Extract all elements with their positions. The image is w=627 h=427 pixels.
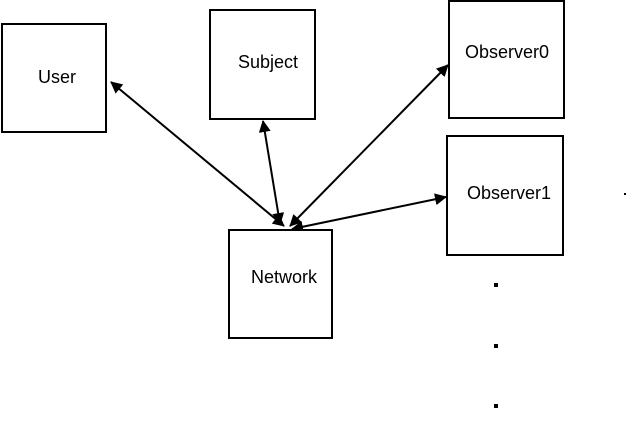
node-observer0-box — [448, 0, 565, 119]
ellipsis-dot — [494, 344, 498, 348]
edge-network-subject — [258, 120, 285, 225]
stray-mark — [624, 193, 626, 195]
edge-network-user — [110, 81, 285, 227]
node-observer0-label: Observer0 — [465, 42, 549, 62]
edges — [110, 64, 449, 233]
node-observer1-box — [446, 135, 564, 256]
node-subject: Subject — [209, 9, 316, 120]
node-user-box — [1, 23, 107, 133]
more-observers-ellipsis — [494, 283, 498, 408]
node-observer1: Observer1 — [446, 135, 564, 256]
node-subject-box — [209, 9, 316, 120]
node-network-label: Network — [251, 267, 318, 287]
edge-network-observer1 — [291, 193, 447, 233]
ellipsis-dot — [494, 404, 498, 408]
node-user-label: User — [38, 67, 76, 87]
ellipsis-dot — [494, 283, 498, 287]
node-observer1-label: Observer1 — [467, 183, 551, 203]
node-network-box — [228, 229, 333, 339]
node-subject-label: Subject — [238, 52, 298, 72]
node-observer0: Observer0 — [448, 0, 565, 119]
node-network: Network — [228, 229, 333, 339]
node-user: User — [1, 23, 107, 133]
